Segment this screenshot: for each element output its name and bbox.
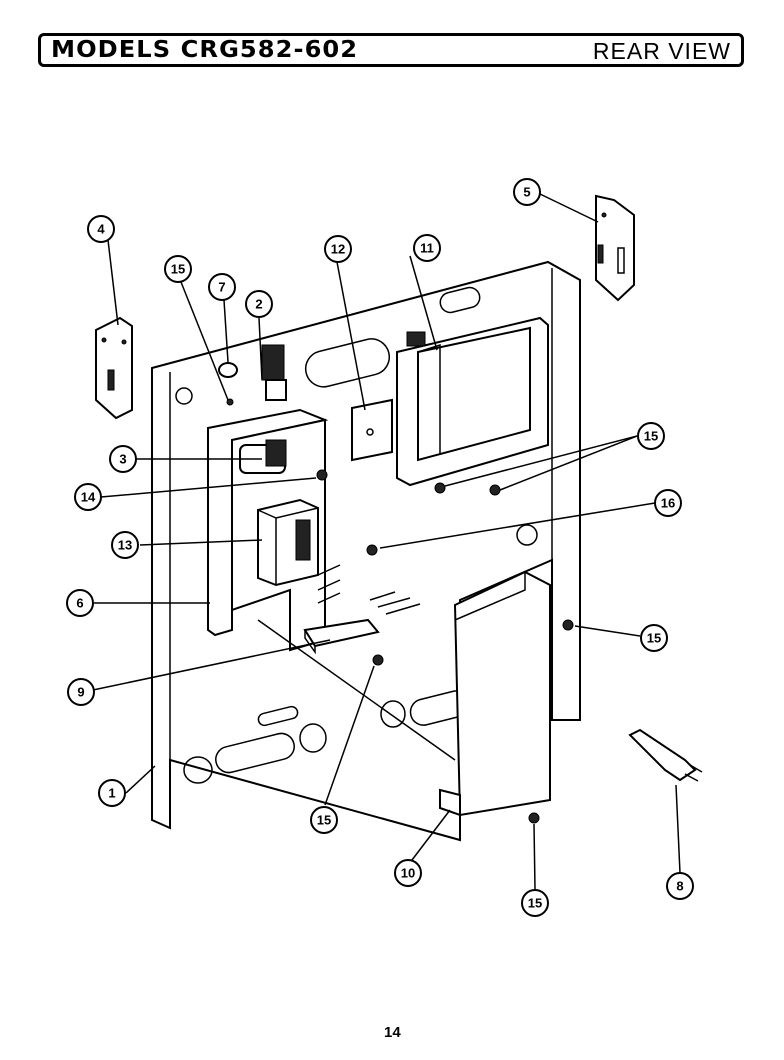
callout-label: 11 <box>420 241 434 256</box>
bracket-part-12 <box>351 398 393 462</box>
hinge-part-5 <box>595 194 635 302</box>
callout-label: 2 <box>255 297 262 312</box>
callout-15: 15 <box>164 255 192 283</box>
callout-16: 16 <box>654 489 682 517</box>
callout-label: 14 <box>81 490 96 505</box>
grommet-part-7 <box>218 362 238 406</box>
callout-15: 15 <box>637 422 665 450</box>
models-title: MODELS CRG582-602 <box>51 37 359 63</box>
callout-label: 5 <box>523 185 530 200</box>
callout-2: 2 <box>245 290 273 318</box>
callout-7: 7 <box>208 273 236 301</box>
callout-9: 9 <box>67 678 95 706</box>
callout-14: 14 <box>74 483 102 511</box>
callout-label: 15 <box>644 429 658 444</box>
callout-label: 16 <box>661 496 675 511</box>
callout-15: 15 <box>310 806 338 834</box>
screws <box>316 469 574 824</box>
header-box: MODELS CRG582-602 REAR VIEW <box>38 33 744 67</box>
callout-6: 6 <box>66 589 94 617</box>
callout-label: 3 <box>119 452 126 467</box>
cover-panel-part-10 <box>439 570 551 817</box>
callout-5: 5 <box>513 178 541 206</box>
callout-label: 15 <box>171 262 185 277</box>
callout-10: 10 <box>394 859 422 887</box>
module-part-13 <box>257 498 319 587</box>
callout-label: 1 <box>108 786 115 801</box>
callout-1: 1 <box>98 779 126 807</box>
callout-11: 11 <box>413 234 441 262</box>
callout-label: 7 <box>218 280 225 295</box>
callout-label: 15 <box>317 813 331 828</box>
callout-label: 15 <box>647 631 661 646</box>
cord-part-8 <box>628 728 703 782</box>
callout-15: 15 <box>521 889 549 917</box>
callout-3: 3 <box>109 445 137 473</box>
callout-label: 6 <box>76 596 83 611</box>
callout-4: 4 <box>87 215 115 243</box>
callout-label: 13 <box>118 538 132 553</box>
callout-label: 8 <box>676 879 683 894</box>
callout-12: 12 <box>324 235 352 263</box>
leader-lines <box>92 193 681 890</box>
callout-8: 8 <box>666 872 694 900</box>
strip-part-9 <box>303 618 380 655</box>
callout-15: 15 <box>640 624 668 652</box>
callout-label: 12 <box>331 242 345 257</box>
callout-label: 9 <box>77 685 84 700</box>
relay-part-2 <box>261 344 287 401</box>
callout-label: 4 <box>97 222 105 237</box>
page-number: 14 <box>384 1024 401 1041</box>
callout-label: 15 <box>528 896 542 911</box>
callout-label: 10 <box>401 866 415 881</box>
terminal-connectors <box>317 564 421 615</box>
cover-box-part-11 <box>396 316 549 487</box>
switch-part-3 <box>239 439 287 474</box>
hinge-part-4 <box>95 316 133 420</box>
view-title: REAR VIEW <box>592 38 731 64</box>
callout-13: 13 <box>111 531 139 559</box>
